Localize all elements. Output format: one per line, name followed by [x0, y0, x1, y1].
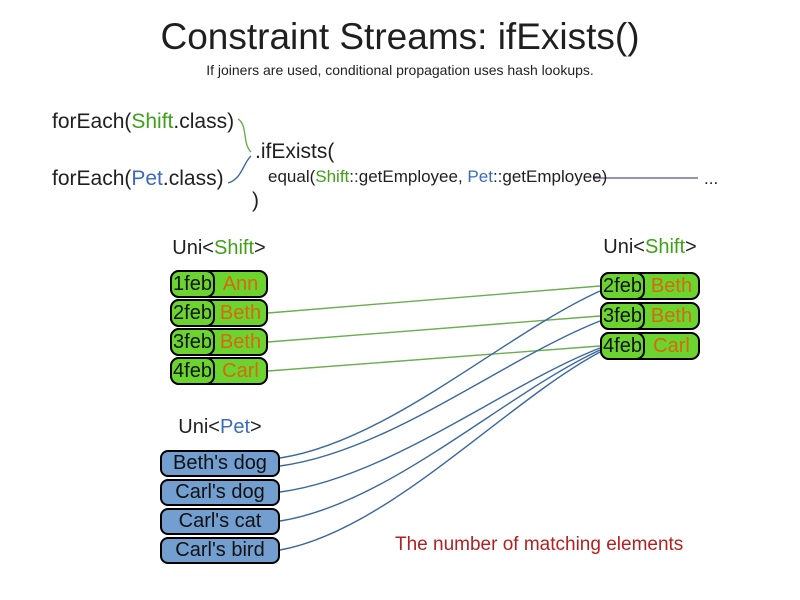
shift-left-row-3feb: 3feb Beth — [170, 328, 268, 356]
note-line-1: The number of matching elements — [395, 534, 684, 555]
note-text: The number of matching elements in the s… — [395, 485, 720, 600]
shift-employee-cell: Ann — [222, 272, 259, 295]
connector-shift-4feb — [267, 345, 601, 372]
uni-pet-header: Uni<Pet> — [160, 416, 280, 439]
code-text: ::getEmployee) — [492, 167, 608, 186]
pet-row-carls-bird: Carl's bird — [160, 537, 280, 564]
pet-class-ref: Pet — [131, 167, 163, 190]
connector-carls-dog-4feb — [279, 347, 601, 493]
pet-class-ref: Pet — [219, 416, 251, 438]
shift-employee-cell: Beth — [219, 301, 262, 324]
code-ifexists: .ifExists( — [255, 140, 335, 163]
page-title: Constraint Streams: ifExists() — [160, 16, 640, 57]
pet-row-carls-cat: Carl's cat — [160, 508, 280, 535]
shift-date-cell: 4feb — [600, 332, 645, 360]
shift-date-cell: 3feb — [170, 328, 215, 356]
code-text: ::getEmployee, — [349, 167, 468, 186]
uni-shift-right-header: Uni<Shift> — [600, 236, 700, 259]
shift-class-ref: Shift — [131, 110, 174, 133]
connector-beths-dog-2feb — [279, 290, 601, 459]
shift-left-row-4feb: 4feb Carl — [170, 357, 268, 385]
connector-carls-cat-4feb — [279, 349, 601, 522]
shift-date-cell: 1feb — [170, 270, 215, 298]
code-foreach-shift: forEach(Shift.class) — [52, 110, 234, 134]
code-close-paren: ) — [252, 189, 259, 212]
shift-date-cell: 3feb — [600, 302, 645, 330]
code-text: forEach( — [52, 167, 132, 190]
shift-date-cell: 2feb — [600, 272, 645, 300]
connector-carls-bird-4feb — [279, 351, 601, 551]
shift-date-cell: 4feb — [170, 357, 215, 385]
pet-row-carls-dog: Carl's dog — [160, 479, 280, 506]
code-text: .class) — [162, 167, 224, 190]
connector-shift-3feb — [267, 315, 601, 343]
shift-date-cell: 2feb — [170, 299, 215, 327]
connector-shift-2feb — [267, 285, 601, 314]
shift-employee-cell: Carl — [653, 334, 690, 357]
header-text: Uni< — [603, 236, 645, 258]
header-text: Uni< — [172, 237, 214, 259]
page-subtitle: If joiners are used, conditional propaga… — [206, 62, 594, 78]
header-text: > — [250, 416, 262, 438]
connector-beths-dog-3feb — [279, 320, 601, 467]
brace-top-half — [237, 118, 252, 153]
header-text: > — [685, 236, 697, 258]
ellipsis-text: ... — [704, 169, 719, 188]
shift-employee-cell: Carl — [222, 359, 259, 382]
code-text: .class) — [173, 110, 235, 133]
header-text: Uni< — [178, 416, 220, 438]
shift-right-row-2feb: 2feb Beth — [600, 272, 700, 300]
code-text: forEach( — [52, 110, 132, 133]
shift-class-ref: Shift — [213, 237, 255, 259]
shift-left-row-2feb: 2feb Beth — [170, 299, 268, 327]
pet-row-beths-dog: Beth's dog — [160, 450, 280, 477]
shift-right-row-3feb: 3feb Beth — [600, 302, 700, 330]
uni-shift-left-header: Uni<Shift> — [170, 237, 268, 260]
shift-right-row-4feb: 4feb Carl — [600, 332, 700, 360]
shift-left-row-1feb: 1feb Ann — [170, 270, 268, 298]
shift-employee-cell: Beth — [650, 304, 693, 327]
code-foreach-pet: forEach(Pet.class) — [52, 167, 224, 191]
shift-employee-cell: Beth — [650, 274, 693, 297]
header-text: > — [254, 237, 266, 259]
shift-method-ref: Shift — [315, 167, 350, 186]
brace-bottom-half — [227, 155, 252, 184]
code-equal-joiner: equal(Shift::getEmployee, Pet::getEmploy… — [268, 167, 607, 187]
shift-class-ref: Shift — [644, 236, 686, 258]
code-text: equal( — [268, 167, 316, 186]
pet-method-ref: Pet — [467, 167, 493, 186]
shift-employee-cell: Beth — [219, 330, 262, 353]
